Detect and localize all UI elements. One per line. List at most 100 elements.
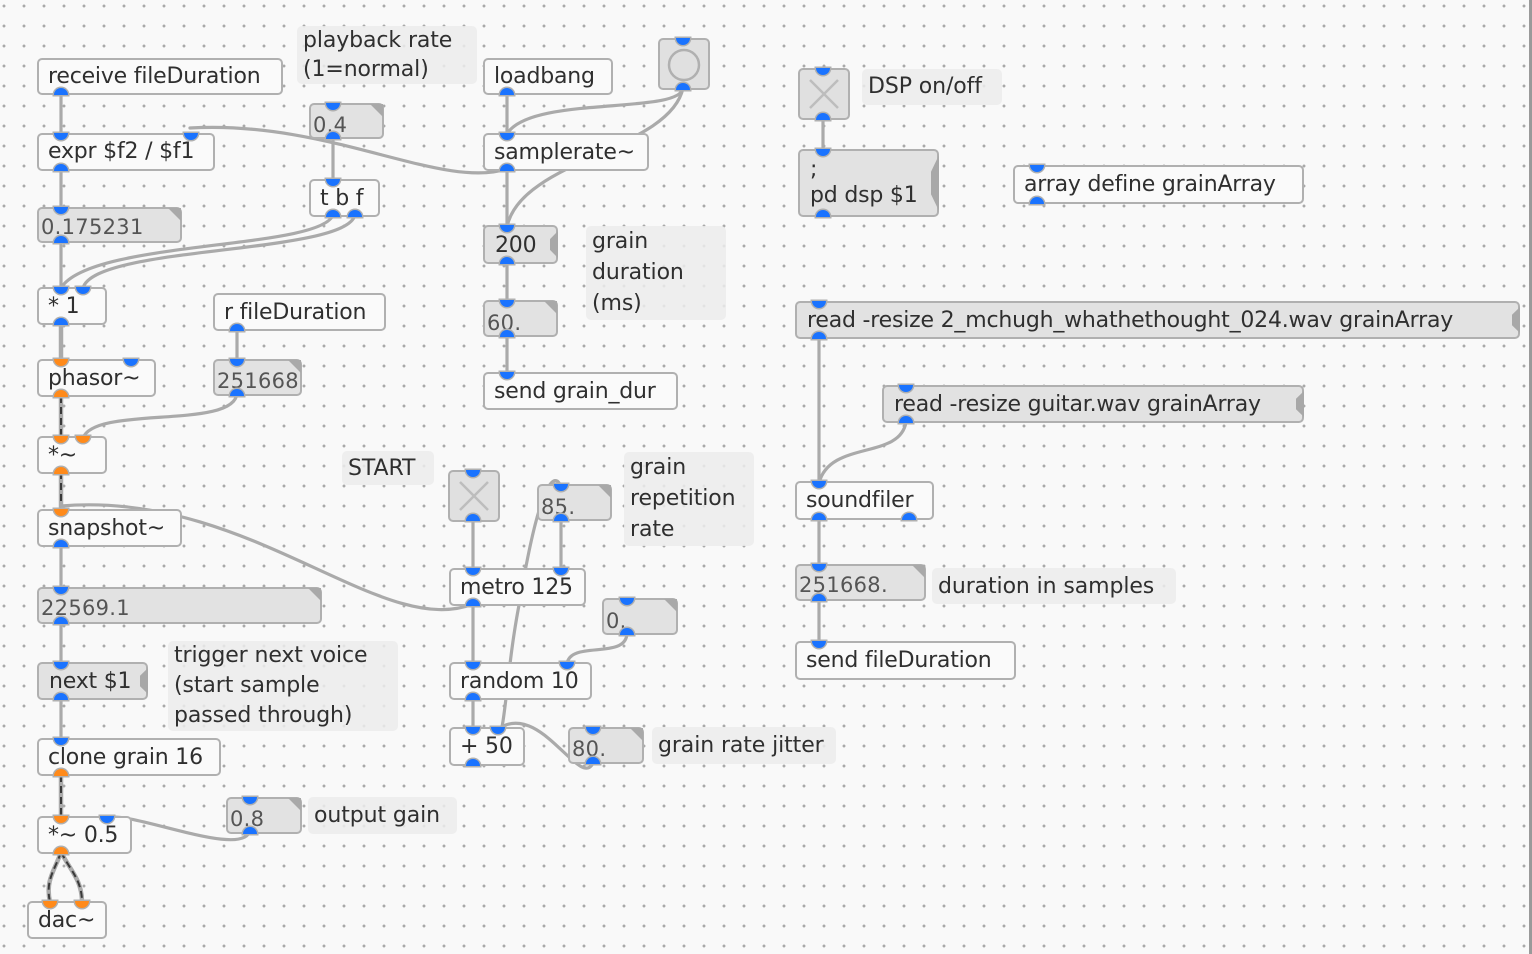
signal-outlet[interactable] (54, 467, 68, 474)
object-text: clone grain 16 (48, 745, 203, 770)
inlet[interactable] (124, 359, 138, 366)
metro-rate-number-box[interactable]: 85. (537, 484, 612, 521)
outlet[interactable] (500, 88, 514, 95)
signal-inlet-left[interactable] (43, 901, 57, 908)
object-text: metro 125 (460, 575, 573, 600)
outlet[interactable] (326, 132, 340, 139)
canvas-scrollbar-edge[interactable] (1529, 0, 1532, 954)
message-text: next $1 (49, 669, 132, 694)
message-text: 200 (495, 233, 537, 258)
outlet[interactable] (554, 514, 568, 521)
output-gain-multiply-object[interactable]: *~ 0.5 (37, 816, 132, 854)
inlet[interactable] (812, 301, 826, 308)
outlet[interactable] (500, 257, 514, 264)
expr-object[interactable]: expr $f2 / $f1 (37, 133, 215, 171)
array-define-object[interactable]: array define grainArray (1013, 165, 1304, 204)
outlet[interactable] (812, 332, 826, 339)
inlet[interactable] (816, 149, 830, 156)
object-text: expr $f2 / $f1 (48, 139, 195, 164)
object-text: t b f (320, 186, 364, 211)
outlet[interactable] (899, 416, 913, 423)
inlet[interactable] (466, 470, 480, 477)
outlet[interactable] (54, 164, 68, 171)
outlet[interactable] (466, 514, 480, 521)
outlet[interactable] (466, 759, 480, 766)
object-text: * 1 (48, 294, 80, 319)
comment-trigger-next: trigger next voice (start sample passed … (168, 641, 398, 731)
outlet[interactable] (676, 83, 690, 90)
next-message[interactable]: next $1 (37, 662, 148, 700)
trigger-object[interactable]: t b f (309, 179, 380, 217)
file-duration-number-box[interactable]: 251668 (213, 359, 302, 396)
random-range-number-box[interactable]: 0. (602, 598, 678, 635)
outlet[interactable] (620, 628, 634, 635)
inlet[interactable] (76, 287, 90, 294)
playback-rate-number-box[interactable]: 0.4 (309, 103, 384, 139)
comment-playback-rate: playback rate (1=normal) (297, 26, 477, 84)
outlet[interactable] (812, 594, 826, 601)
outlet[interactable] (500, 330, 514, 337)
outlet[interactable] (230, 389, 244, 396)
dac-object[interactable]: dac~ (27, 901, 107, 939)
signal-outlet[interactable] (54, 390, 68, 397)
pd-dsp-message[interactable]: ; pd dsp $1 (798, 149, 939, 217)
multiply-object[interactable]: * 1 (37, 287, 107, 325)
clone-object[interactable]: clone grain 16 (37, 738, 221, 776)
inlet[interactable] (54, 287, 68, 294)
object-text: soundfiler (806, 488, 914, 513)
grain-dur-number-box[interactable]: 60. (483, 300, 558, 337)
object-text: dac~ (38, 908, 96, 933)
inlet[interactable] (676, 38, 690, 45)
signal-inlet[interactable] (54, 436, 68, 443)
send-fileduration-object[interactable]: send fileDuration (795, 641, 1016, 680)
object-text: send fileDuration (806, 648, 992, 673)
outlet[interactable] (816, 113, 830, 120)
outlet[interactable] (466, 599, 480, 606)
outlet-float[interactable] (348, 210, 362, 217)
outlet[interactable] (230, 324, 244, 331)
inlet[interactable] (243, 797, 257, 804)
number-value: 251668. (799, 573, 888, 597)
signal-outlet[interactable] (54, 847, 68, 854)
inlet[interactable] (54, 133, 68, 140)
inlet[interactable] (326, 103, 340, 110)
outlet[interactable] (586, 757, 600, 764)
outlet[interactable] (54, 693, 68, 700)
outlet[interactable] (500, 164, 514, 171)
read-guitar-message[interactable]: read -resize guitar.wav grainArray (882, 385, 1304, 423)
signal-multiply-object[interactable]: *~ (37, 436, 107, 474)
outlet[interactable] (54, 88, 68, 95)
inlet[interactable] (816, 68, 830, 75)
outlet[interactable] (466, 693, 480, 700)
outlet[interactable] (1030, 197, 1044, 204)
inlet[interactable] (899, 385, 913, 392)
outlet-right[interactable] (902, 513, 916, 520)
inlet[interactable] (1030, 165, 1044, 172)
message-line: pd dsp $1 (810, 183, 918, 208)
signal-inlet[interactable] (54, 359, 68, 366)
outlet[interactable] (54, 540, 68, 547)
outlet[interactable] (816, 210, 830, 217)
outlet-bang[interactable] (326, 210, 340, 217)
signal-outlet[interactable] (54, 769, 68, 776)
number-value: 0. (606, 609, 627, 633)
outlet[interactable] (54, 236, 68, 243)
object-text: + 50 (460, 734, 513, 759)
grain-duration-message[interactable]: 200 (483, 225, 558, 264)
outlet[interactable] (812, 513, 826, 520)
snapshot-number-box[interactable]: 22569.1 (37, 587, 322, 624)
object-text: loadbang (494, 64, 595, 89)
r-fileduration-object[interactable]: r fileDuration (213, 293, 386, 331)
outlet[interactable] (243, 827, 257, 834)
outlet[interactable] (54, 617, 68, 624)
receive-fileduration-object[interactable]: receive fileDuration (37, 58, 283, 95)
signal-inlet[interactable] (54, 816, 68, 823)
jitter-number-box[interactable]: 80. (568, 727, 644, 764)
plus-object[interactable]: + 50 (449, 727, 525, 766)
inlet[interactable] (620, 598, 634, 605)
output-gain-number-box[interactable]: 0.8 (226, 797, 302, 834)
signal-inlet-right[interactable] (75, 901, 89, 908)
outlet[interactable] (54, 318, 68, 325)
send-grain-dur-object[interactable]: send grain_dur (483, 372, 678, 410)
read-mchugh-message[interactable]: read -resize 2_mchugh_whathethought_024.… (795, 301, 1520, 339)
